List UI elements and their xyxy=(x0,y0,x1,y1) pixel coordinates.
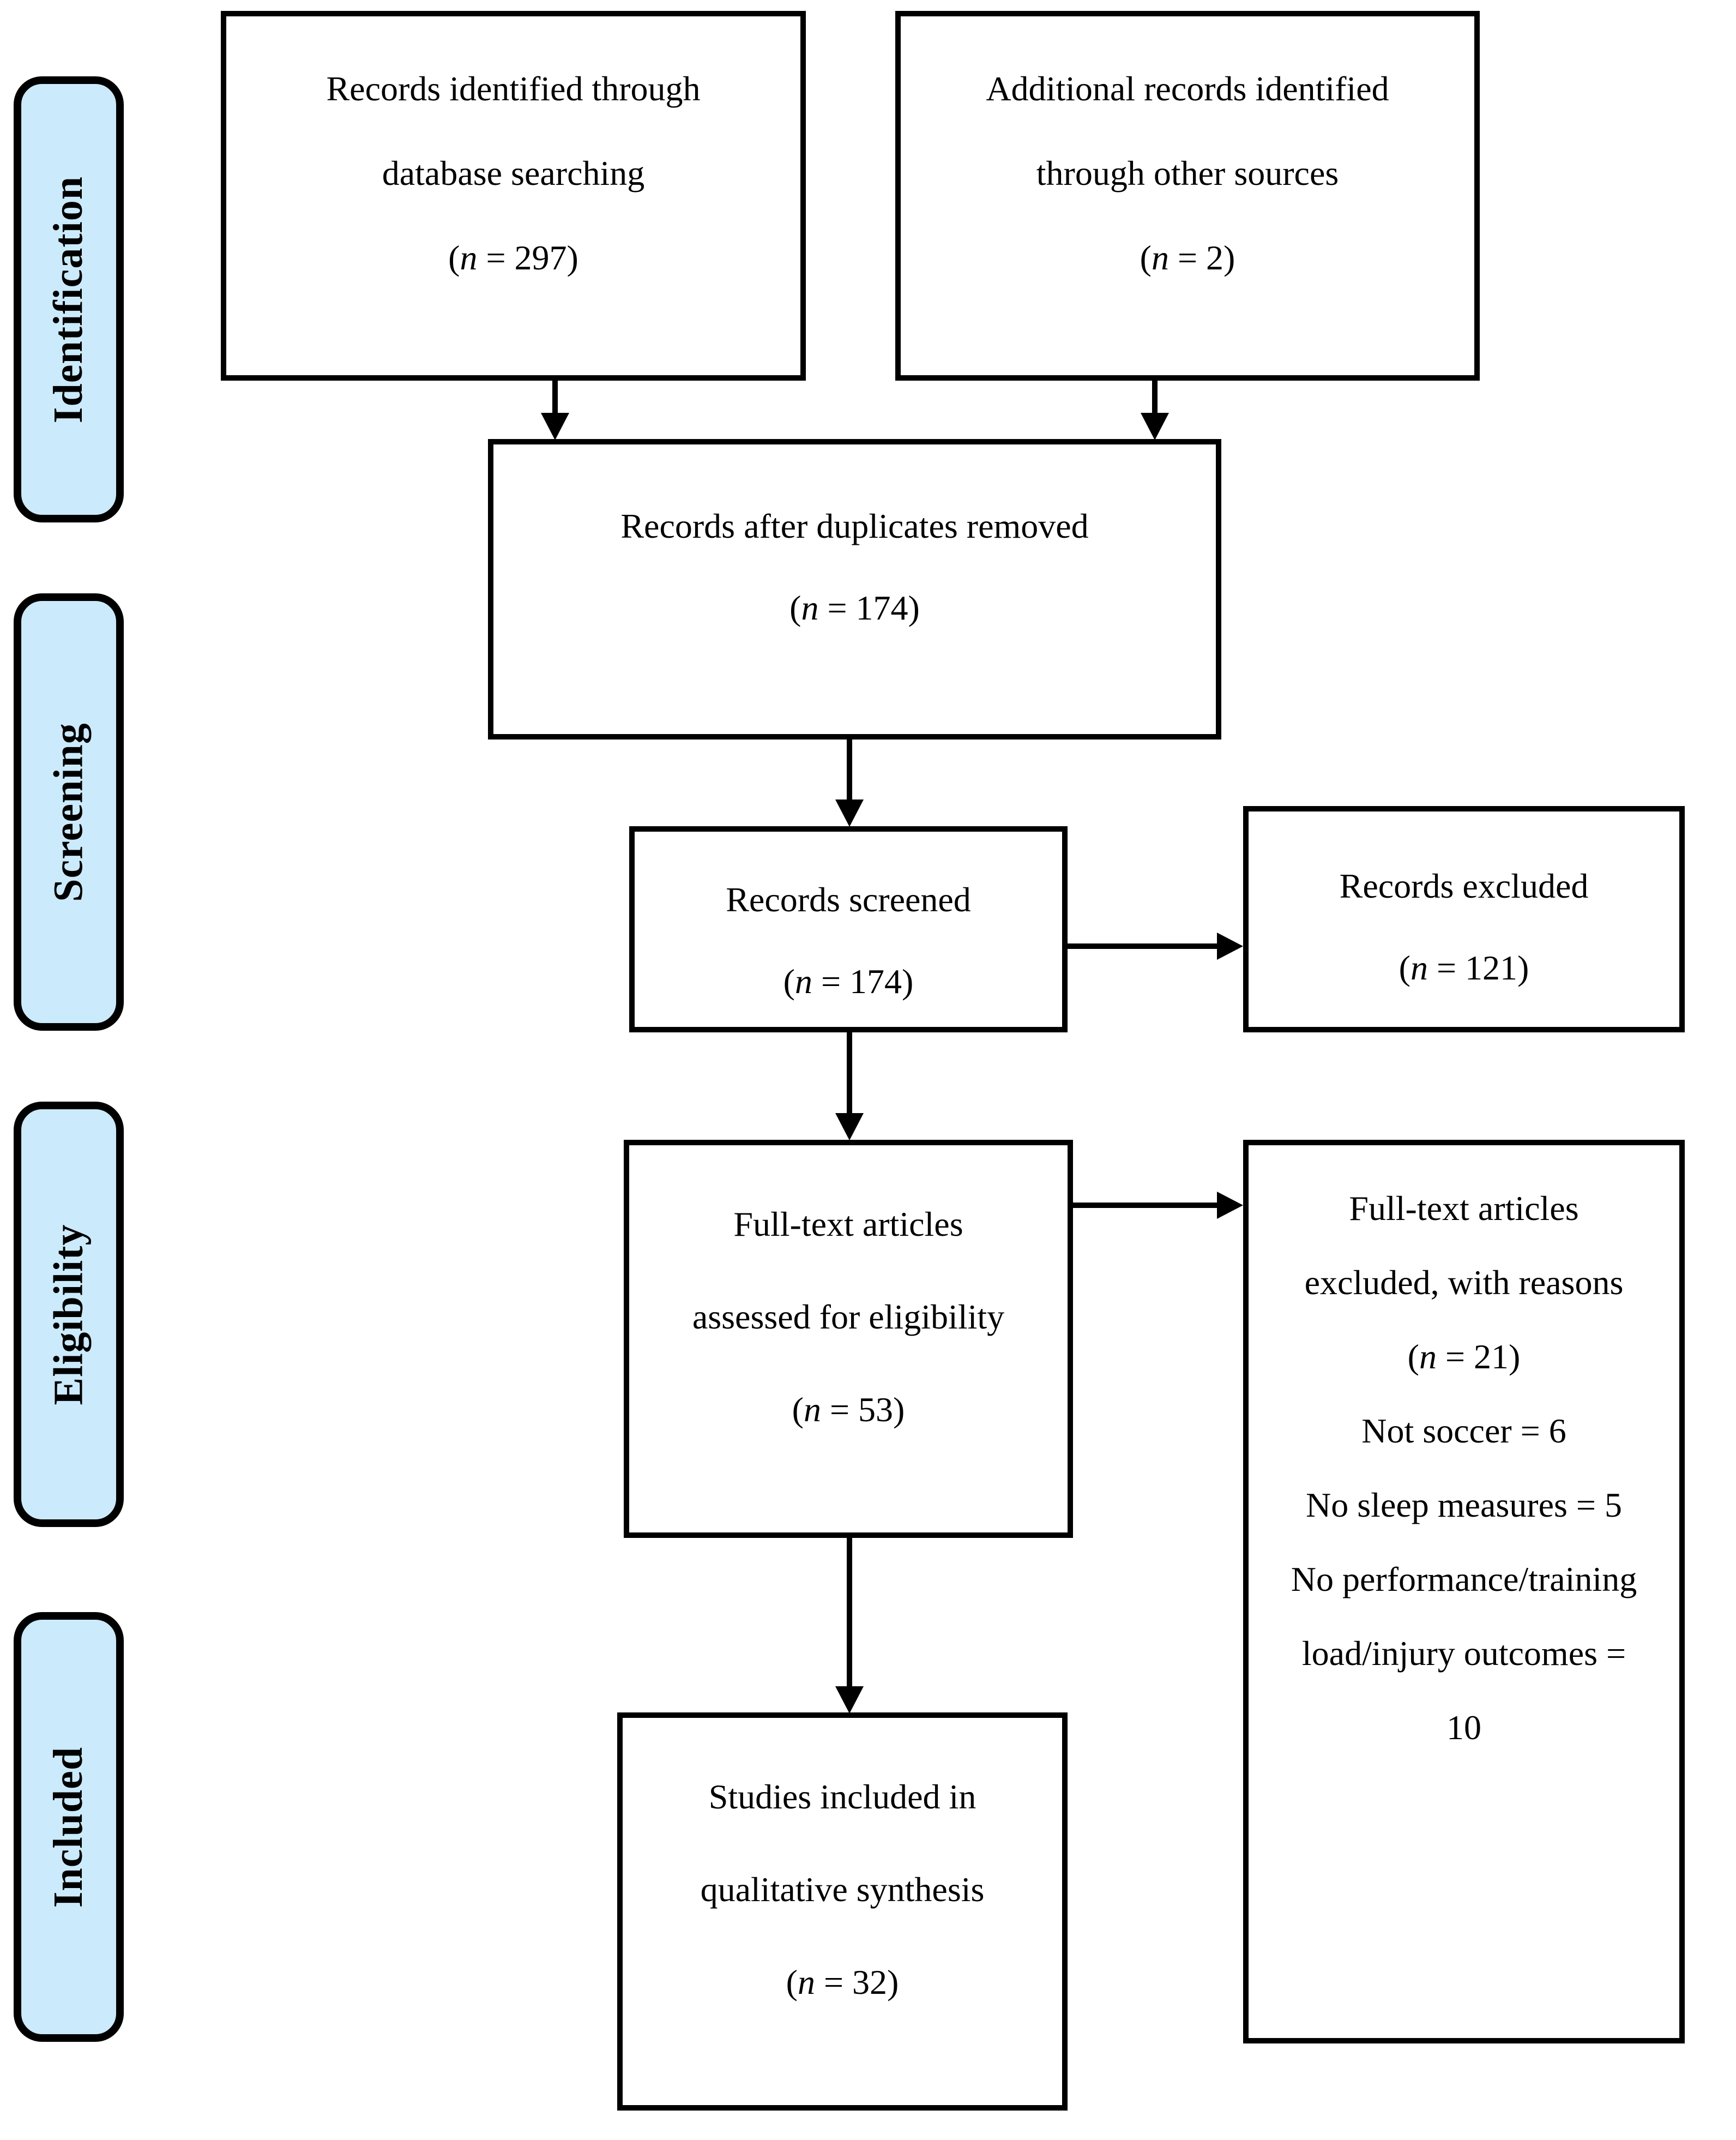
box-line: No performance/training xyxy=(1291,1560,1637,1598)
box-records-screened: Records screened (n = 174) xyxy=(629,826,1068,1032)
box-duplicates-removed: Records after duplicates removed (n = 174… xyxy=(488,439,1221,740)
box-line: (n = 174) xyxy=(789,588,920,627)
arrowhead-down-icon xyxy=(541,413,569,440)
box-line: Not soccer = 6 xyxy=(1361,1411,1566,1450)
arrow-identified-to-duplicates-stem xyxy=(552,381,558,414)
stage-box-identification: Identification xyxy=(14,76,124,522)
box-records-excluded: Records excluded (n = 121) xyxy=(1243,806,1685,1032)
arrow-fulltext-to-studies-stem xyxy=(847,1538,852,1687)
box-line: Records identified through xyxy=(326,69,701,108)
box-line: through other sources xyxy=(1036,154,1339,193)
box-line: Records screened xyxy=(726,880,971,919)
box-line: No sleep measures = 5 xyxy=(1306,1486,1622,1524)
box-fulltext-excluded-reasons: Full-text articles excluded, with reasons… xyxy=(1243,1140,1685,2043)
box-line: Studies included in xyxy=(708,1777,976,1816)
box-fulltext-assessed: Full-text articles assessed for eligibili… xyxy=(624,1140,1073,1538)
stage-label-identification: Identification xyxy=(45,176,92,423)
stage-label-screening: Screening xyxy=(45,722,92,902)
box-records-identified: Records identified through database searc… xyxy=(221,11,806,381)
stage-box-screening: Screening xyxy=(14,593,124,1031)
box-line: Additional records identified xyxy=(986,69,1389,108)
box-line: excluded, with reasons xyxy=(1304,1263,1624,1302)
box-line: (n = 53) xyxy=(792,1390,905,1429)
box-line: (n = 174) xyxy=(783,962,914,1001)
box-additional-records: Additional records identified through oth… xyxy=(895,11,1480,381)
stage-box-included: Included xyxy=(14,1612,124,2042)
box-line: database searching xyxy=(382,154,645,193)
box-line: (n = 32) xyxy=(786,1963,899,2001)
box-line: Records excluded xyxy=(1339,867,1589,905)
box-line: assessed for eligibility xyxy=(692,1297,1005,1336)
arrow-screened-to-fulltext-stem xyxy=(847,1032,852,1114)
arrowhead-down-icon xyxy=(835,800,864,827)
box-line: load/injury outcomes = xyxy=(1301,1634,1626,1673)
arrowhead-right-icon xyxy=(1217,1192,1243,1219)
box-line: qualitative synthesis xyxy=(700,1870,985,1909)
box-studies-included: Studies included in qualitative synthesis… xyxy=(617,1712,1068,2111)
arrowhead-down-icon xyxy=(835,1113,864,1140)
arrow-screened-to-excluded-stem xyxy=(1068,943,1218,949)
box-line: (n = 2) xyxy=(1140,238,1235,277)
box-line: Records after duplicates removed xyxy=(620,507,1089,545)
arrow-duplicates-to-screened-stem xyxy=(847,740,852,801)
arrowhead-right-icon xyxy=(1217,933,1243,960)
stage-label-eligibility: Eligibility xyxy=(45,1224,92,1405)
arrow-fulltext-to-reasons-stem xyxy=(1073,1203,1218,1208)
stage-box-eligibility: Eligibility xyxy=(14,1102,124,1527)
box-line: 10 xyxy=(1446,1708,1481,1747)
arrow-additional-to-duplicates-stem xyxy=(1152,381,1158,414)
box-line: Full-text articles xyxy=(733,1205,963,1243)
arrowhead-down-icon xyxy=(835,1686,864,1714)
box-line: (n = 121) xyxy=(1399,948,1529,987)
arrowhead-down-icon xyxy=(1141,413,1169,440)
stage-label-included: Included xyxy=(45,1746,92,1908)
box-line: (n = 21) xyxy=(1407,1337,1521,1376)
box-line: (n = 297) xyxy=(448,238,578,277)
box-line: Full-text articles xyxy=(1349,1189,1579,1228)
